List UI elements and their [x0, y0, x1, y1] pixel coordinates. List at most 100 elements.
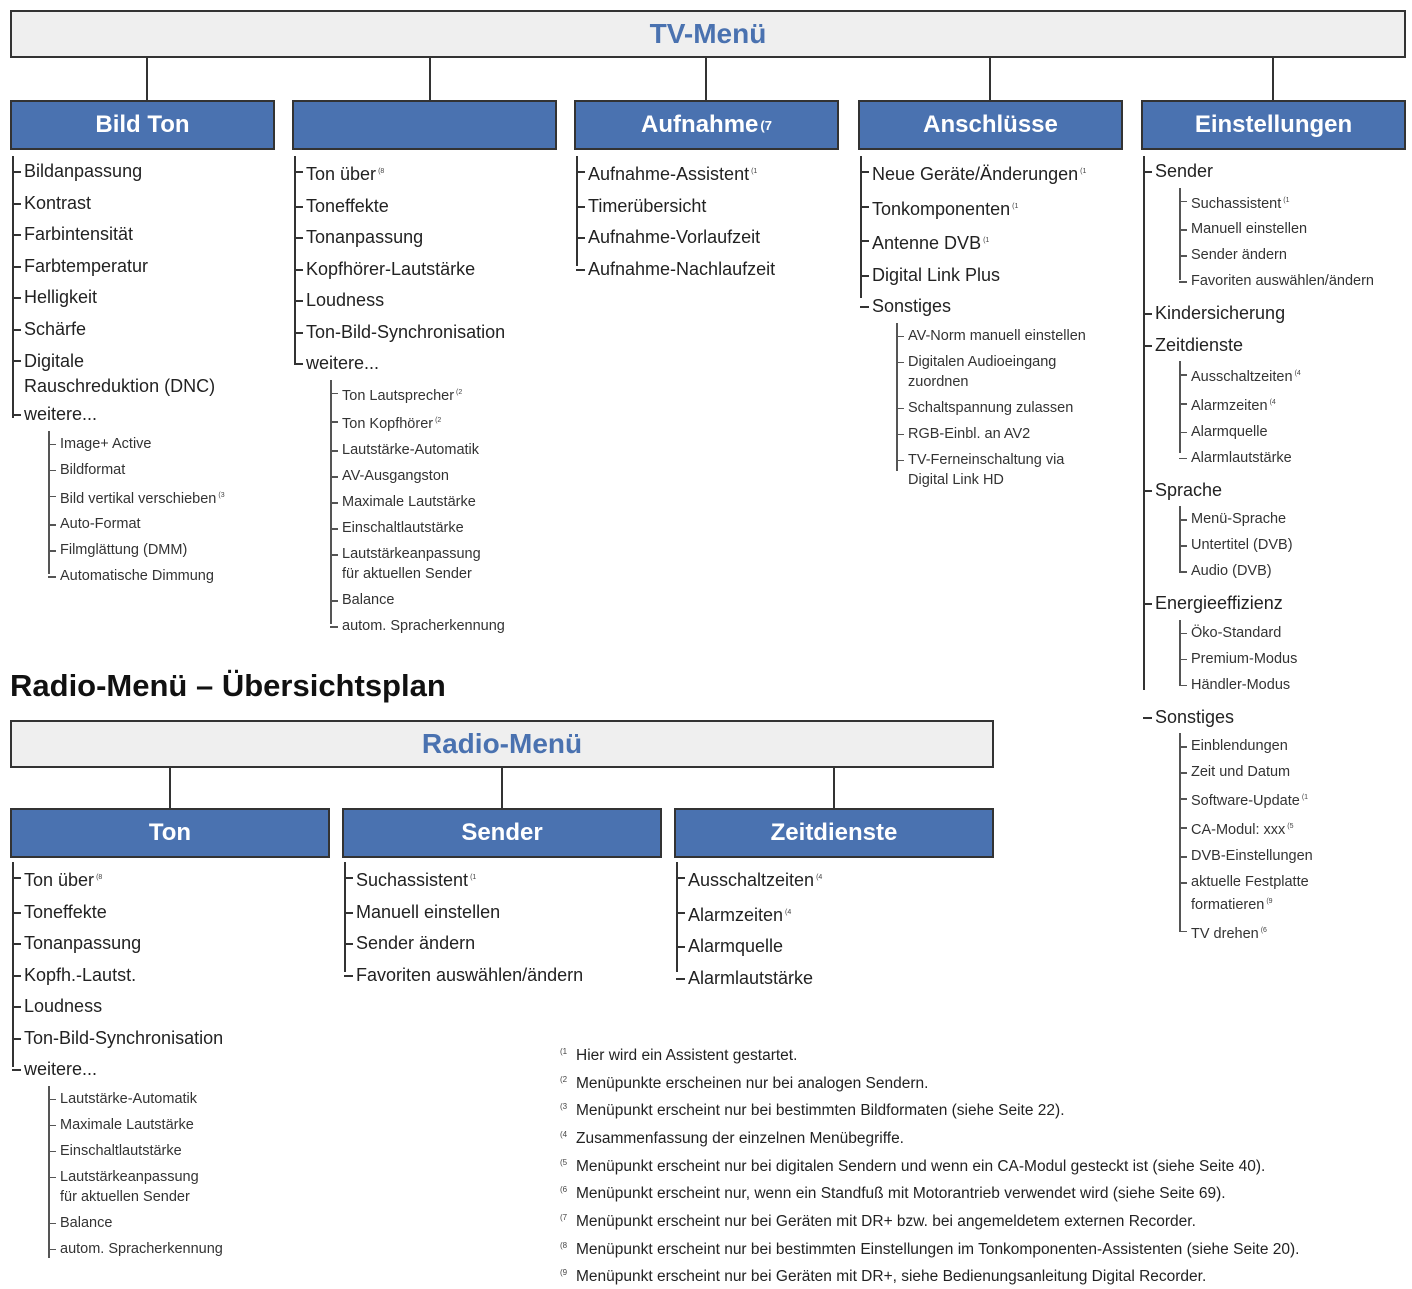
sub-item[interactable]: Ton Lautsprecher(2 [330, 380, 505, 409]
sub-item[interactable]: Auto-Format [48, 511, 225, 537]
list-item[interactable]: Loudness [12, 991, 223, 1023]
list-item[interactable]: Ausschaltzeiten(4 [676, 862, 822, 897]
list-item[interactable]: Sender ändern [344, 928, 583, 960]
sub-item[interactable]: Maximale Lautstärke [48, 1112, 223, 1138]
list-item[interactable]: Sender Suchassistent(1 Manuell einstelle… [1143, 156, 1374, 294]
sub-item[interactable]: CA-Modul: xxx(5 [1179, 814, 1374, 843]
list-item[interactable]: Tonkomponenten(1 [860, 191, 1086, 226]
sub-item[interactable]: RGB-Einbl. an AV2 [896, 421, 1086, 447]
sub-item[interactable]: Untertitel (DVB) [1179, 532, 1374, 558]
sub-item[interactable]: AV-Norm manuell einstellen [896, 323, 1086, 349]
list-item[interactable]: Helligkeit [12, 282, 225, 314]
sub-item[interactable]: Einschaltlautstärke [330, 515, 505, 541]
sub-item[interactable]: Balance [48, 1210, 223, 1236]
sub-item[interactable]: AV-Ausgangston [330, 463, 505, 489]
list-item[interactable]: Loudness [294, 285, 505, 317]
list-item[interactable]: Kopfhörer-Lautstärke [294, 254, 505, 286]
list-item[interactable]: Farbintensität [12, 219, 225, 251]
sub-item[interactable]: Ton Kopfhörer(2 [330, 408, 505, 437]
list-item[interactable]: Sprache Menü-Sprache Untertitel (DVB) Au… [1143, 475, 1374, 585]
list-item[interactable]: Aufnahme-Vorlaufzeit [576, 222, 775, 254]
list-item[interactable]: Alarmquelle [676, 931, 822, 963]
list-item[interactable]: Energieeffizienz Öko-Standard Premium-Mo… [1143, 588, 1374, 698]
list-item[interactable]: Bildanpassung [12, 156, 225, 188]
sub-item[interactable]: Sender ändern [1179, 242, 1374, 268]
sub-item[interactable]: Einblendungen [1179, 733, 1374, 759]
sub-item[interactable]: Maximale Lautstärke [330, 489, 505, 515]
radio-category-zeitdienste[interactable]: Zeitdienste [674, 808, 994, 858]
sub-item[interactable]: Manuell einstellen [1179, 216, 1374, 242]
list-item[interactable]: Alarmzeiten(4 [676, 897, 822, 932]
list-item[interactable]: Alarmlautstärke [676, 963, 822, 995]
sub-item[interactable]: Balance [330, 587, 505, 613]
sub-item[interactable]: Händler-Modus [1179, 672, 1374, 698]
sub-item[interactable]: Favoriten auswählen/ändern [1179, 268, 1374, 294]
radio-category-ton[interactable]: Ton [10, 808, 330, 858]
sub-item[interactable]: Filmglättung (DMM) [48, 537, 225, 563]
sub-item[interactable]: Einschaltlautstärke [48, 1138, 223, 1164]
sub-item[interactable]: autom. Spracherkennung [330, 613, 505, 639]
list-item[interactable]: Aufnahme-Assistent(1 [576, 156, 775, 191]
list-item[interactable]: Zeitdienste Ausschaltzeiten(4 Alarmzeite… [1143, 330, 1374, 471]
sub-item[interactable]: Lautstärke-Automatik [48, 1086, 223, 1112]
sub-item[interactable]: Alarmzeiten(4 [1179, 390, 1374, 419]
list-item[interactable]: Kopfh.-Lautst. [12, 960, 223, 992]
list-item[interactable]: Toneffekte [12, 897, 223, 929]
sub-item[interactable]: Audio (DVB) [1179, 558, 1374, 584]
list-item[interactable]: weitere... Image+ Active Bildformat Bild… [12, 399, 225, 589]
sub-item[interactable]: Alarmlautstärke [1179, 445, 1374, 471]
list-item[interactable]: Sonstiges AV-Norm manuell einstellen Dig… [860, 291, 1086, 493]
list-item[interactable]: Kindersicherung [1143, 298, 1374, 330]
sub-item[interactable]: Menü-Sprache [1179, 506, 1374, 532]
category-ton[interactable] [292, 100, 557, 150]
sub-item[interactable]: Software-Update(1 [1179, 785, 1374, 814]
list-item[interactable]: Ton-Bild-Synchronisation [294, 317, 505, 349]
category-anschluesse[interactable]: Anschlüsse [858, 100, 1123, 150]
list-item[interactable]: Sonstiges Einblendungen Zeit und Datum S… [1143, 702, 1374, 947]
sub-item[interactable]: Automatische Dimmung [48, 563, 225, 589]
list-item[interactable]: Digital Link Plus [860, 260, 1086, 292]
sub-item[interactable]: Öko-Standard [1179, 620, 1374, 646]
list-item[interactable]: Tonanpassung [294, 222, 505, 254]
radio-category-sender[interactable]: Sender [342, 808, 662, 858]
list-item[interactable]: weitere... Ton Lautsprecher(2 Ton Kopfhö… [294, 348, 505, 639]
list-item[interactable]: weitere... Lautstärke-Automatik Maximale… [12, 1054, 223, 1262]
list-item[interactable]: Kontrast [12, 188, 225, 220]
list-item[interactable]: Timerübersicht [576, 191, 775, 223]
list-item[interactable]: Manuell einstellen [344, 897, 583, 929]
sub-item[interactable]: Alarmquelle [1179, 419, 1374, 445]
sub-item[interactable]: Bildformat [48, 457, 225, 483]
sub-item[interactable]: Ausschaltzeiten(4 [1179, 361, 1374, 390]
list-item[interactable]: Antenne DVB(1 [860, 225, 1086, 260]
category-aufnahme[interactable]: Aufnahme(7 [574, 100, 839, 150]
sub-item[interactable]: DVB-Einstellungen [1179, 843, 1374, 869]
sub-item[interactable]: Schaltspannung zulassen [896, 395, 1086, 421]
list-item[interactable]: Ton über(8 [294, 156, 505, 191]
sub-item[interactable]: Zeit und Datum [1179, 759, 1374, 785]
list-item[interactable]: Ton-Bild-Synchronisation [12, 1023, 223, 1055]
sub-item[interactable]: Suchassistent(1 [1179, 188, 1374, 217]
sub-item[interactable]: Lautstärke-Automatik [330, 437, 505, 463]
sub-item[interactable]: TV drehen(6 [1179, 918, 1374, 947]
list-item[interactable]: Ton über(8 [12, 862, 223, 897]
list-item[interactable]: Aufnahme-Nachlaufzeit [576, 254, 775, 286]
sub-item[interactable]: Bild vertikal verschieben(3 [48, 483, 225, 512]
list-item[interactable]: Farbtemperatur [12, 251, 225, 283]
list-item[interactable]: Tonanpassung [12, 928, 223, 960]
list-item[interactable]: Neue Geräte/Änderungen(1 [860, 156, 1086, 191]
list-item[interactable]: Toneffekte [294, 191, 505, 223]
list-item[interactable]: Favoriten auswählen/ändern [344, 960, 583, 992]
list-item[interactable]: Schärfe [12, 314, 225, 346]
sub-item[interactable]: Image+ Active [48, 431, 225, 457]
list-item[interactable]: Suchassistent(1 [344, 862, 583, 897]
sub-item[interactable]: autom. Spracherkennung [48, 1236, 223, 1262]
sub-item[interactable]: Premium-Modus [1179, 646, 1374, 672]
category-bild-ton[interactable]: Bild Ton [10, 100, 275, 150]
category-einstellungen[interactable]: Einstellungen [1141, 100, 1406, 150]
